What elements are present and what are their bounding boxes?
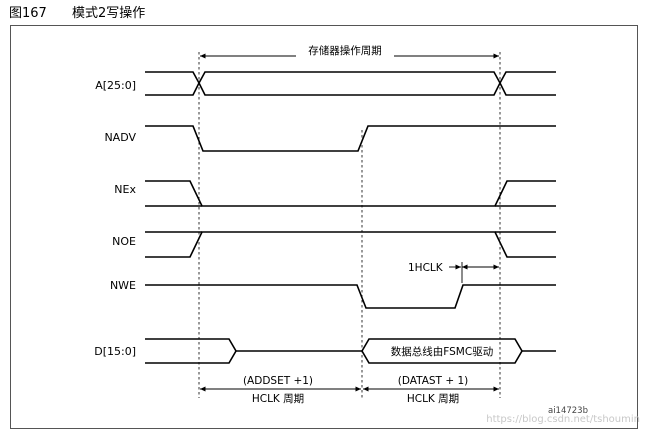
signal-label-d: D[15:0]	[94, 345, 136, 358]
figure-id: ai14723b	[548, 406, 588, 416]
signal-label-nex: NEx	[114, 183, 136, 196]
datast-dimension: (DATAST + 1) HCLK 周期	[363, 375, 499, 405]
memory-cycle-label-bg	[296, 42, 394, 58]
datast-label-bottom: HCLK 周期	[407, 393, 459, 405]
figure-number: 图167	[9, 6, 47, 21]
waveform-a	[145, 71, 556, 96]
addset-label-top: (ADDSET +1)	[243, 375, 313, 387]
one-hclk-annotation: 1HCLK	[408, 262, 499, 283]
signal-label-a: A[25:0]	[95, 79, 136, 92]
memory-cycle-dimension: 存储器操作周期	[200, 42, 499, 59]
addset-dimension: (ADDSET +1) HCLK 周期	[200, 375, 361, 405]
signal-label-nadv: NADV	[104, 131, 136, 144]
waveform-d	[145, 338, 556, 364]
memory-cycle-label: 存储器操作周期	[308, 44, 382, 57]
waveform-noe	[145, 231, 556, 258]
data-bus-label: 数据总线由FSMC驱动	[391, 345, 493, 358]
datast-label-top: (DATAST + 1)	[398, 375, 468, 387]
addset-label-bottom: HCLK 周期	[252, 393, 304, 405]
waveform-nwe	[145, 284, 556, 309]
figure-title: 模式2写操作	[72, 5, 145, 21]
waveform-nadv	[145, 125, 556, 152]
watermark: https://blog.csdn.net/tshoumin	[486, 414, 640, 425]
figure-frame	[10, 25, 638, 429]
one-hclk-label: 1HCLK	[408, 262, 444, 274]
signal-label-noe: NOE	[112, 235, 136, 248]
waveform-nex	[145, 180, 556, 207]
signal-label-nwe: NWE	[110, 279, 136, 292]
